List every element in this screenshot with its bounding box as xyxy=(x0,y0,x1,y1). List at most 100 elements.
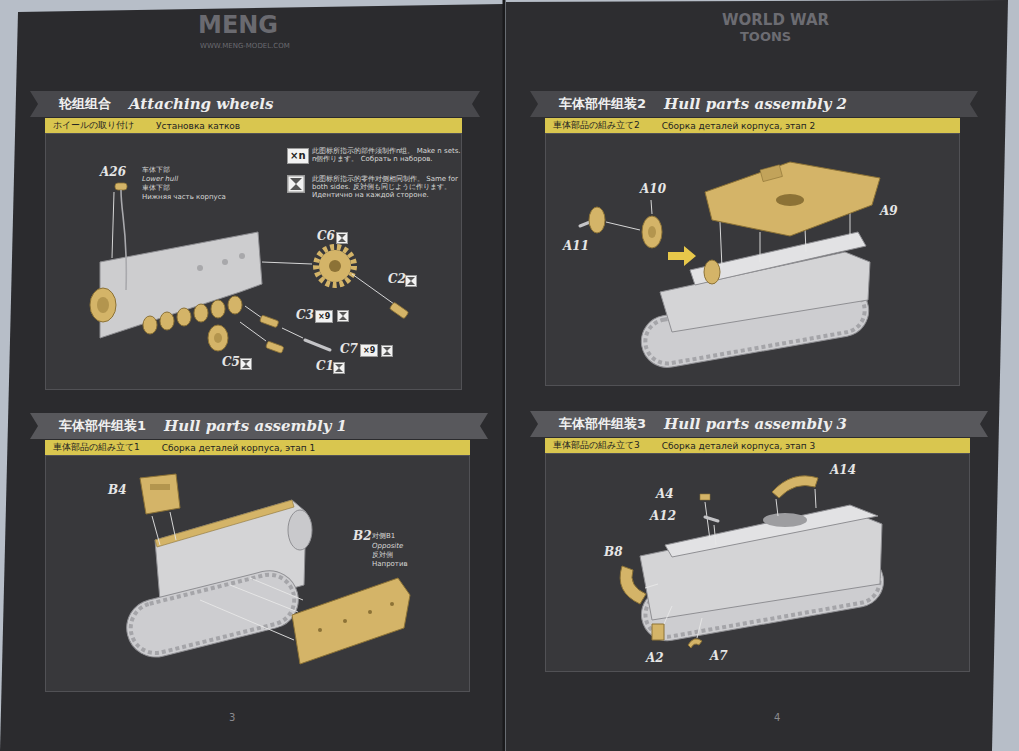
title-ribbon xyxy=(30,413,488,439)
hull-assembly-2-drawing xyxy=(850,210,851,240)
step-title-jp: 車体部品の組み立て2 xyxy=(553,119,640,132)
booklet-pages xyxy=(506,0,1008,751)
hull-assembly-1-drawing xyxy=(170,512,176,540)
step-panel-ground xyxy=(545,453,970,672)
website: WWW.MENG-MODEL.COM xyxy=(200,42,290,50)
step-header: 车体部件组装1Hull parts assembly 1 xyxy=(45,412,470,440)
mirror-icon xyxy=(338,311,349,322)
wheel-assembly-drawing xyxy=(121,190,126,290)
hull-assembly-1-drawing xyxy=(121,474,410,664)
legend-text: 此图标所指示的零件对侧相同制作。 Same for both sides. 反対… xyxy=(312,175,462,199)
mirror-icon xyxy=(241,176,417,374)
wheel-assembly-drawing xyxy=(240,322,266,341)
hull-assembly-2-drawing xyxy=(704,260,720,284)
part-number: A10 xyxy=(640,183,666,197)
hull-assembly-3-drawing xyxy=(714,525,716,545)
hull-assembly-2-drawing xyxy=(720,222,722,268)
hull-assembly-2-drawing xyxy=(760,165,782,182)
wheel-assembly-drawing xyxy=(389,302,408,319)
hull-assembly-2-drawing xyxy=(606,222,640,230)
hull-assembly-1-drawing xyxy=(343,619,347,623)
part-number: A4 xyxy=(656,488,674,502)
hull-assembly-1-drawing xyxy=(150,484,170,490)
title-ribbon xyxy=(30,91,988,439)
hull-assembly-3-drawing xyxy=(705,517,718,521)
title-ribbon xyxy=(30,91,480,117)
part-number: A7 xyxy=(710,650,728,664)
part-number: A14 xyxy=(830,464,856,478)
hull-assembly-1-drawing xyxy=(318,628,322,632)
wheel-assembly-drawing xyxy=(90,183,409,353)
hull-assembly-3-drawing xyxy=(763,513,807,527)
series-logo: WORLD WAR xyxy=(722,12,829,29)
hull-assembly-3-drawing xyxy=(652,624,664,640)
hull-assembly-3-drawing xyxy=(776,499,778,516)
hull-assembly-2-drawing xyxy=(705,162,880,236)
wheel-assembly-drawing xyxy=(194,304,208,322)
booklet-pages xyxy=(0,4,503,751)
hull-assembly-3-drawing xyxy=(688,639,702,648)
wheel-assembly-drawing xyxy=(260,315,279,328)
hull-assembly-1-drawing xyxy=(152,516,160,545)
part-note: Напротив xyxy=(372,560,408,568)
step-panel: 车体部件组装2 Hull parts assembly 2 車体部品の組み立て2Сб… xyxy=(545,90,960,386)
hull-assembly-2-drawing xyxy=(651,200,652,214)
part-number: C7 xyxy=(340,343,358,357)
mirror-icon xyxy=(406,276,417,287)
wheel-assembly-drawing xyxy=(329,260,341,272)
hull-assembly-2-drawing xyxy=(648,226,656,238)
wheel-assembly-drawing xyxy=(316,247,354,285)
step-panel-ground xyxy=(45,133,462,390)
wheel-assembly-drawing xyxy=(352,274,394,304)
step-title-en: Hull parts assembly 2 xyxy=(664,95,847,113)
step-title-jp: 車体部品の組み立て1 xyxy=(53,441,140,454)
hull-assembly-1-drawing xyxy=(250,578,303,600)
step-panel-ground xyxy=(545,133,960,386)
wheel-assembly-drawing xyxy=(239,253,245,259)
part-number: C5 xyxy=(222,356,240,370)
step-panel-ground xyxy=(45,455,470,692)
step-title-jp: 車体部品の組み立て3 xyxy=(553,439,640,452)
subtitle-band: 車体部品の組み立て2Сборка деталей корпуса, этап 2 xyxy=(545,118,960,133)
part-number: B8 xyxy=(604,546,623,560)
mirror-icon xyxy=(241,359,252,370)
hull-assembly-3-drawing xyxy=(772,476,818,498)
hull-assembly-3-drawing xyxy=(705,502,710,540)
wheel-assembly-drawing xyxy=(305,340,330,350)
part-note: 車体下部 xyxy=(142,184,170,192)
part-note: 车体下部 xyxy=(142,166,170,174)
part-number: B2 xyxy=(353,530,372,544)
page-number: 3 xyxy=(229,712,235,724)
hull-assembly-1-drawing xyxy=(125,569,299,658)
step-header: 轮组组合Attaching wheels xyxy=(45,90,462,118)
hull-assembly-3-drawing xyxy=(665,505,878,557)
part-number: C3 xyxy=(296,309,314,323)
wheel-assembly-drawing xyxy=(245,306,262,318)
part-number: A9 xyxy=(880,205,898,219)
part-note: Opposite xyxy=(372,542,403,550)
part-number: A2 xyxy=(646,652,664,666)
series-logo: TOONS xyxy=(740,30,791,45)
hull-assembly-1-drawing xyxy=(140,474,180,514)
part-number: A12 xyxy=(650,510,676,524)
wheel-assembly-drawing xyxy=(214,333,222,343)
title-ribbon xyxy=(530,91,978,117)
hull-assembly-3-drawing xyxy=(620,476,888,648)
step-title-cn: 轮组组合 xyxy=(59,95,111,113)
subtitle-band: ホイールの取り付けУстановка катков xyxy=(45,118,462,133)
wheel-assembly-drawing xyxy=(100,232,262,338)
hull-assembly-2-drawing xyxy=(580,162,880,372)
hull-assembly-2-drawing xyxy=(805,228,806,252)
hull-assembly-3-drawing xyxy=(645,584,658,588)
wheel-assembly-drawing xyxy=(262,262,312,264)
hull-assembly-2-drawing xyxy=(642,216,662,248)
step-title-ru: Установка катков xyxy=(156,121,240,131)
title-ribbon xyxy=(530,411,988,437)
wheel-assembly-drawing xyxy=(208,325,228,351)
mirror-icon xyxy=(288,176,305,193)
step-title-cn: 车体部件组装2 xyxy=(559,95,646,113)
brand-logo: MENG xyxy=(198,12,278,40)
mirror-icon xyxy=(334,363,345,374)
wheel-assembly-drawing xyxy=(228,296,242,314)
